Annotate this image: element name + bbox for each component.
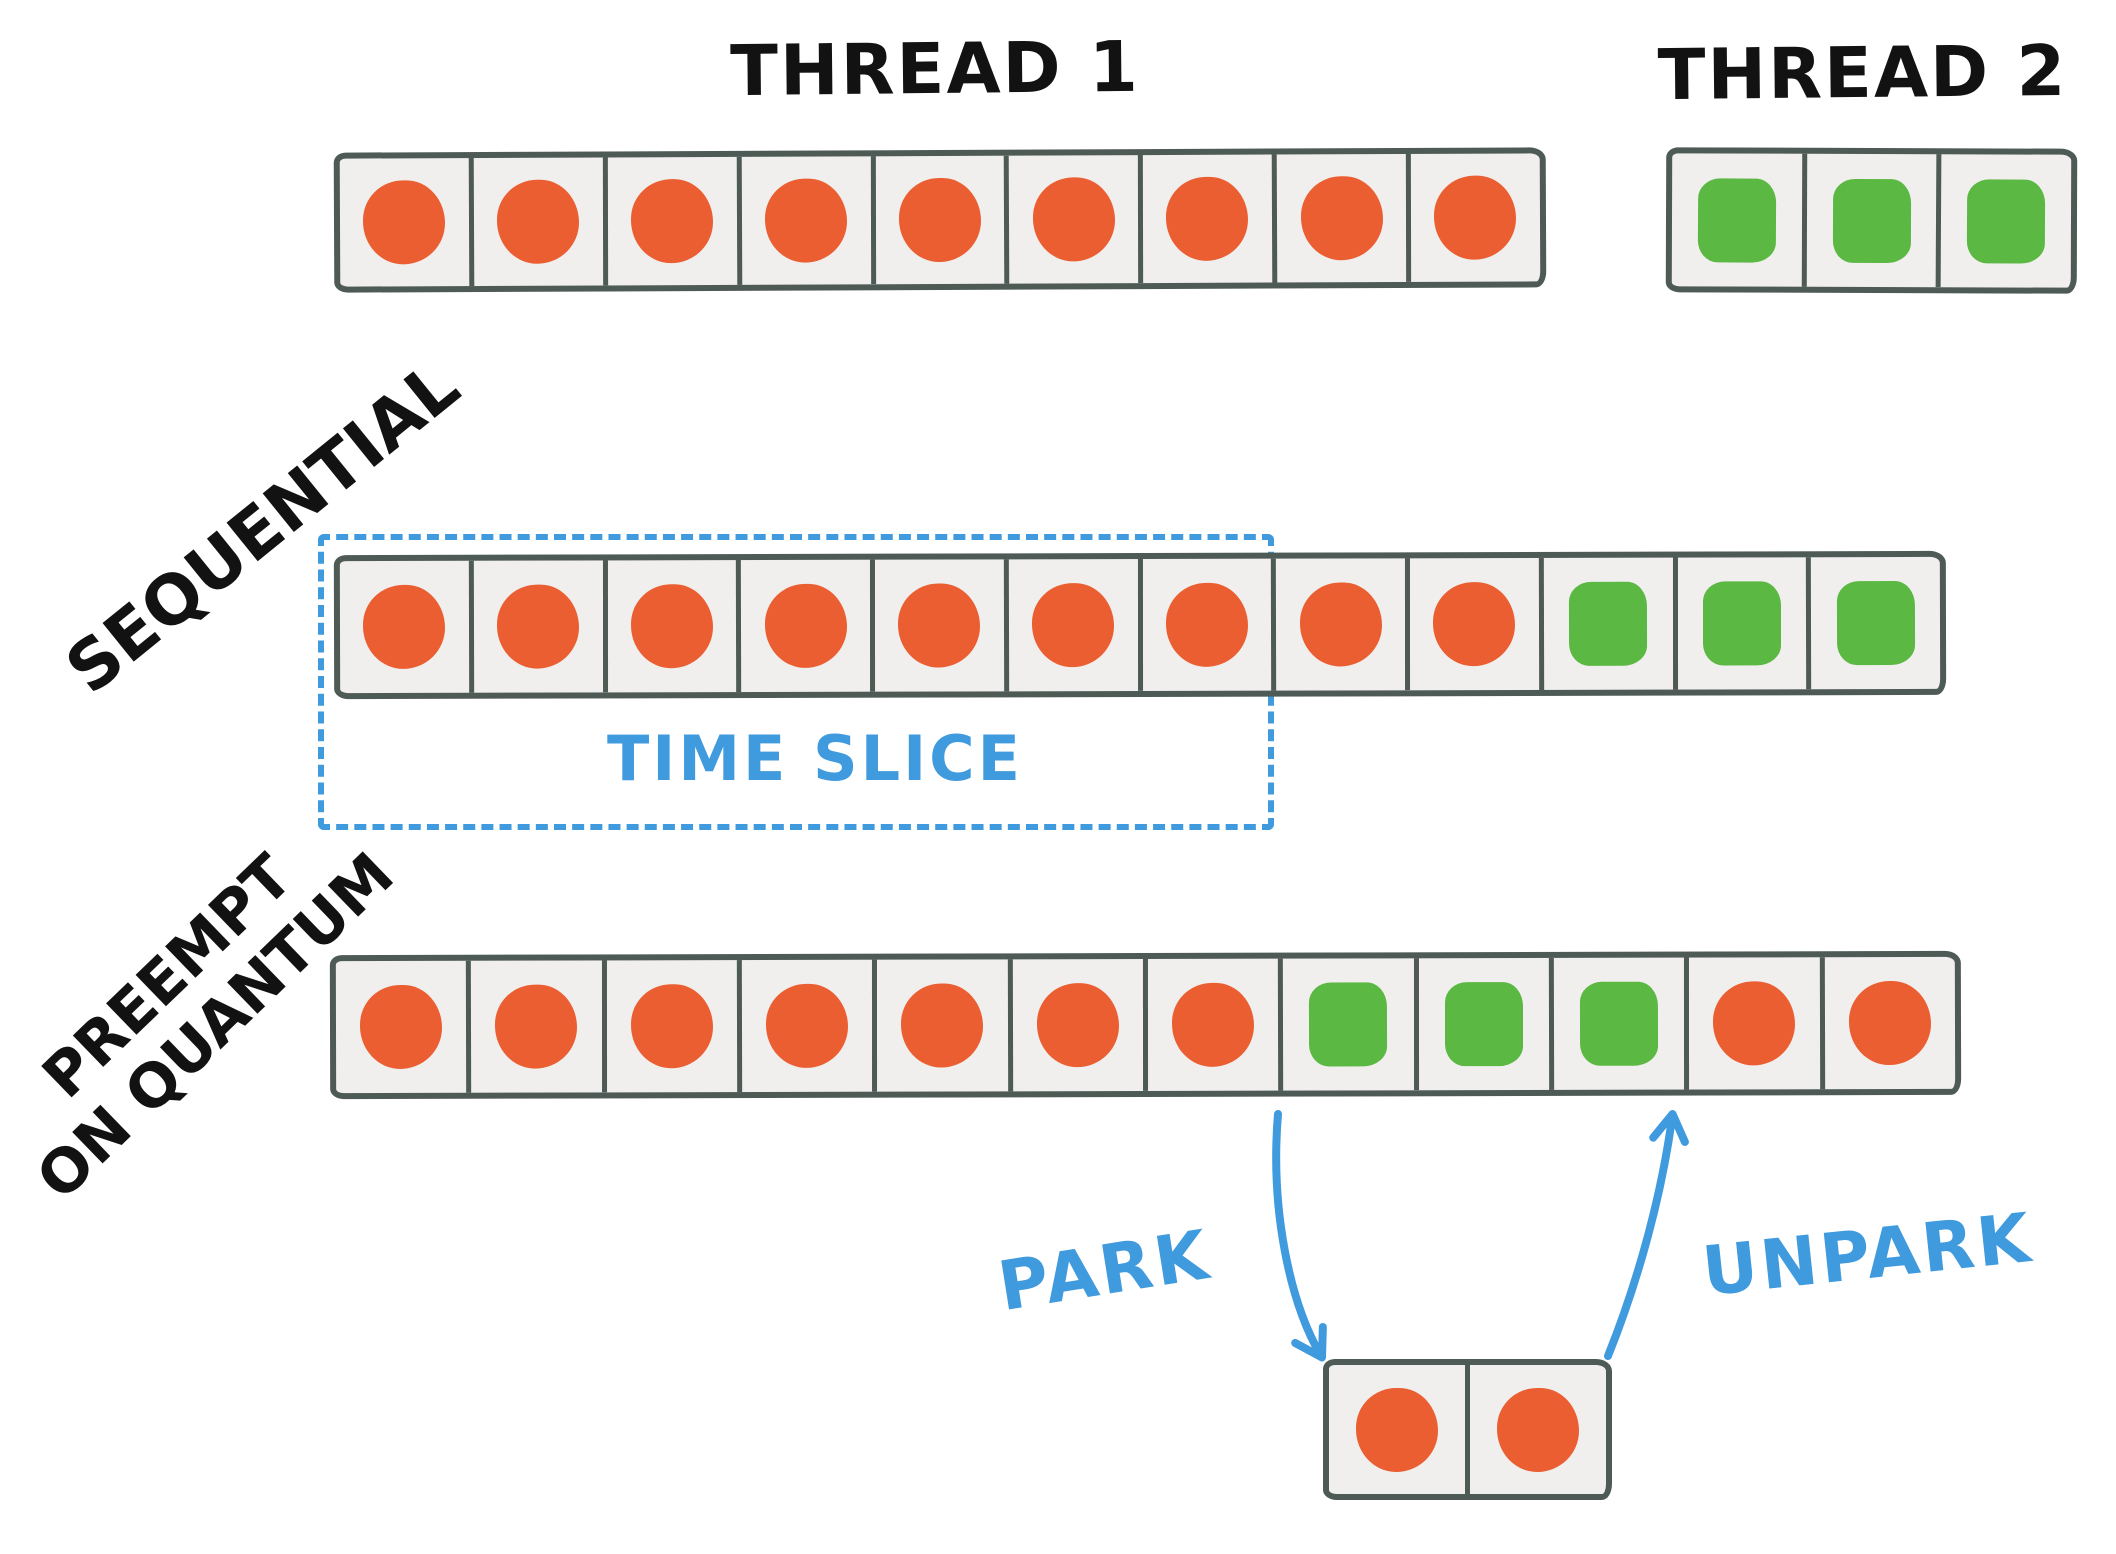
thread1-task-icon: [1497, 1387, 1579, 1472]
thread1-task-icon: [497, 584, 580, 669]
queue-cell: [340, 158, 469, 286]
unpark-arrow: [1604, 1110, 1689, 1360]
queue-cell: [336, 961, 466, 1093]
queue-cell: [1548, 957, 1685, 1090]
thread1-task-icon: [630, 584, 713, 669]
queue-cell: [1137, 558, 1272, 691]
thread1-task-icon: [1713, 981, 1796, 1066]
queue-cell: [1413, 958, 1549, 1091]
thread1-task-icon: [1848, 980, 1931, 1066]
queue-cell: [466, 960, 602, 1093]
thread2-task-icon: [1579, 981, 1659, 1066]
thread1-task-icon: [1032, 177, 1116, 262]
thread2-task-icon: [1702, 581, 1781, 666]
queue-cell: [1672, 557, 1807, 690]
queue-cell: [872, 959, 1008, 1092]
time-slice-label: TIME SLICE: [606, 722, 1024, 795]
thread2-task-icon: [1697, 177, 1777, 263]
thread1-task-icon: [1036, 983, 1119, 1068]
thread1-task-icon: [1166, 176, 1249, 261]
thread1-task-icon: [1172, 982, 1255, 1067]
thread2-task-icon: [1569, 581, 1648, 666]
thread1-task-icon: [764, 178, 848, 263]
thread1-task-icon: [360, 984, 443, 1069]
thread1-task-icon: [766, 983, 849, 1068]
queue-cell: [601, 960, 738, 1093]
queue-cell: [1405, 153, 1541, 282]
queue-cell: [602, 157, 737, 286]
queue-cell: [1935, 154, 2072, 288]
queue-cell: [870, 155, 1005, 285]
unpark-label: UNPARK: [1698, 1198, 2037, 1313]
thread1-task-icon: [1434, 175, 1517, 260]
thread2-task-icon: [1836, 580, 1915, 666]
thread2-task-icon: [1832, 178, 1911, 263]
queue-cell: [1142, 958, 1279, 1091]
queue-cell: [1672, 153, 1802, 287]
preempt-schedule-row: [329, 950, 1962, 1100]
queue-cell: [736, 559, 871, 693]
queue-cell: [1004, 155, 1139, 284]
thread1-task-icon: [901, 983, 984, 1068]
queue-cell: [340, 561, 469, 693]
thread1-task-icon: [497, 179, 580, 264]
queue-cell: [1465, 1365, 1606, 1494]
queue-cell: [1007, 959, 1144, 1092]
queue-cell: [602, 560, 737, 693]
thread2-queue-row: [1665, 147, 2078, 294]
thread1-task-icon: [898, 177, 982, 263]
thread1-queue-row: [333, 147, 1547, 293]
thread1-task-icon: [764, 583, 847, 668]
thread1-task-icon: [495, 984, 578, 1069]
thread2-task-icon: [1309, 982, 1388, 1067]
queue-cell: [1806, 556, 1941, 690]
queue-cell: [1801, 153, 1937, 288]
queue-cell: [468, 157, 604, 287]
thread1-task-icon: [630, 984, 713, 1069]
thread1-task-icon: [1032, 583, 1115, 668]
queue-cell: [869, 559, 1004, 692]
queue-cell: [1271, 558, 1406, 691]
thread1-task-icon: [631, 179, 714, 264]
queue-cell: [1404, 558, 1539, 691]
thread1-task-icon: [363, 180, 446, 265]
parked-queue-box: [1323, 1359, 1612, 1500]
thread2-task-icon: [1444, 982, 1523, 1067]
thread1-title: THREAD 1: [729, 25, 1141, 113]
queue-cell: [1819, 956, 1956, 1090]
thread1-task-icon: [1300, 176, 1383, 261]
queue-cell: [1278, 958, 1414, 1091]
thread1-task-icon: [1165, 582, 1248, 667]
thread1-task-icon: [363, 584, 446, 669]
park-arrow: [1272, 1110, 1327, 1362]
thread2-task-icon: [1966, 178, 2046, 264]
queue-cell: [1271, 153, 1407, 283]
queue-cell: [736, 156, 871, 285]
thread1-task-icon: [1299, 582, 1382, 667]
queue-cell: [736, 959, 873, 1093]
thread1-task-icon: [1433, 582, 1516, 667]
queue-cell: [1003, 559, 1138, 692]
queue-cell: [1138, 154, 1273, 283]
queue-cell: [1329, 1365, 1465, 1494]
thread1-task-icon: [898, 583, 981, 668]
queue-cell: [1684, 957, 1820, 1090]
thread1-task-icon: [1355, 1387, 1439, 1472]
park-label: PARK: [993, 1215, 1217, 1328]
sequential-schedule-row: [333, 550, 1947, 700]
queue-cell: [1538, 557, 1673, 690]
thread2-title: THREAD 2: [1657, 29, 2068, 117]
queue-cell: [468, 560, 603, 693]
